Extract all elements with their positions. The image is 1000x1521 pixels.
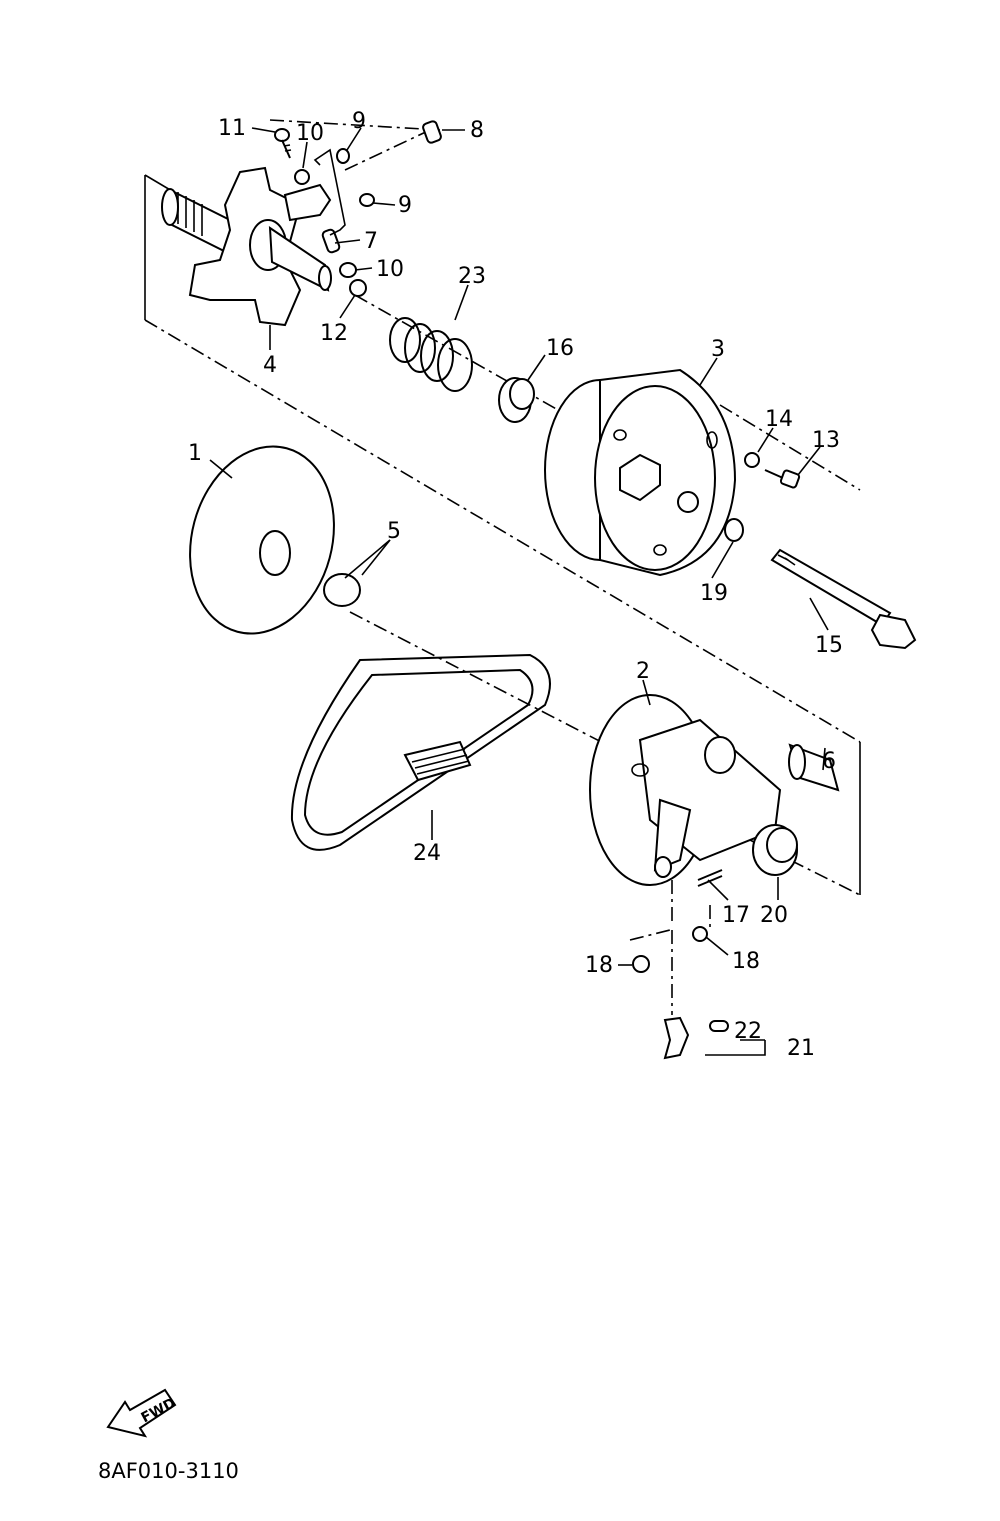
label-part-13: 13 xyxy=(812,428,840,453)
bushing xyxy=(498,377,535,423)
label-part-7: 7 xyxy=(364,229,378,254)
label-part-10: 10 xyxy=(376,257,404,282)
forward-arrow-icon: FWD xyxy=(106,1388,178,1438)
fixed-sheave-shaft xyxy=(161,166,332,327)
sliding-sheave xyxy=(589,694,782,886)
label-part-9: 9 xyxy=(352,109,366,134)
label-part-19: 19 xyxy=(700,581,728,606)
label-part-12: 12 xyxy=(320,321,348,346)
label-part-2: 2 xyxy=(636,659,650,684)
label-part-14: 14 xyxy=(765,407,793,432)
label-part-22: 22 xyxy=(734,1019,762,1044)
spring xyxy=(389,317,473,392)
label-part-6: 6 xyxy=(822,749,836,774)
leader-lines xyxy=(209,127,829,966)
collar-and-seal xyxy=(697,743,840,887)
label-part-24: 24 xyxy=(413,841,441,866)
part-labels: 11 10 9 8 9 7 10 23 12 4 16 3 14 13 1 5 … xyxy=(188,109,843,1061)
sheave-cap xyxy=(544,368,737,577)
label-part-3: 3 xyxy=(711,337,725,362)
movable-sheave xyxy=(189,445,361,635)
label-part-18: 18 xyxy=(585,953,613,978)
label-part-5: 5 xyxy=(387,519,401,544)
diagram-code: 8AF010-3110 xyxy=(98,1459,239,1483)
label-part-16: 16 xyxy=(546,336,574,361)
label-part-4: 4 xyxy=(263,353,277,378)
label-part-9: 9 xyxy=(398,193,412,218)
label-part-8: 8 xyxy=(470,118,484,143)
label-part-18: 18 xyxy=(732,949,760,974)
label-part-11: 11 xyxy=(218,116,246,141)
label-part-1: 1 xyxy=(188,441,202,466)
label-part-23: 23 xyxy=(458,264,486,289)
label-part-15: 15 xyxy=(815,633,843,658)
label-part-10: 10 xyxy=(296,121,324,146)
bolts-and-washers xyxy=(724,452,917,650)
drive-belt xyxy=(290,653,551,851)
label-part-17: 17 xyxy=(722,903,750,928)
label-part-20: 20 xyxy=(760,903,788,928)
label-part-21: 21 xyxy=(787,1036,815,1061)
weights-and-rollers xyxy=(629,880,766,1060)
